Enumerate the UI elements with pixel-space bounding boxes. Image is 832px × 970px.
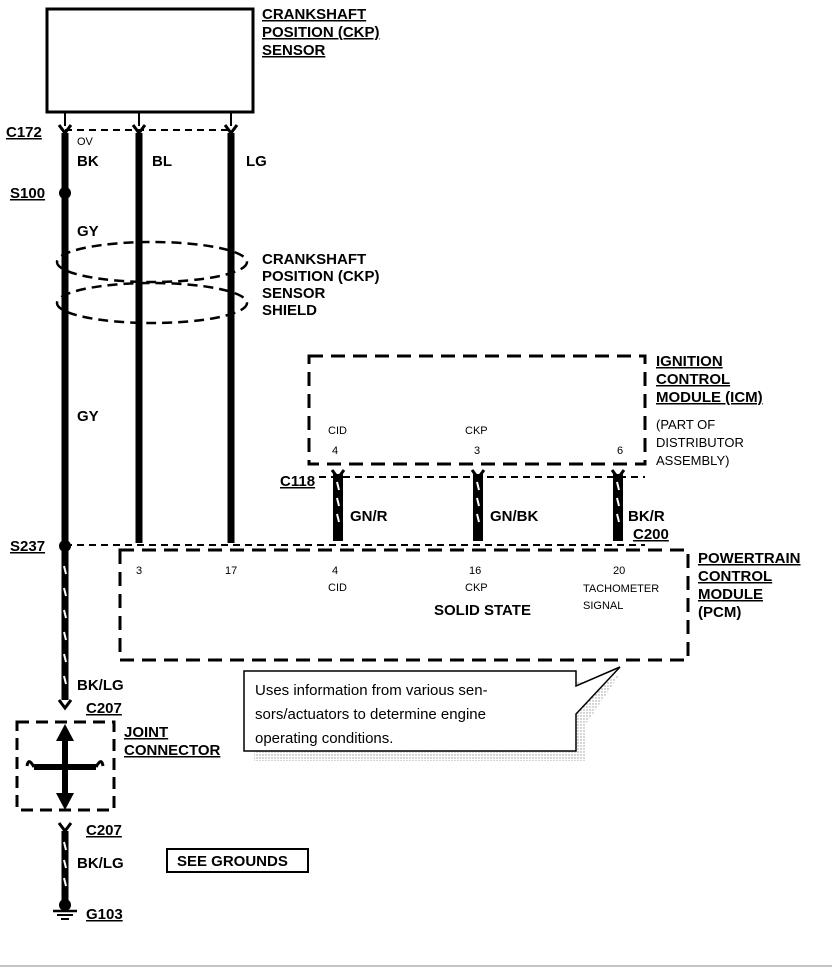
shield-label-1: CRANKSHAFT xyxy=(262,251,366,268)
pcm-pin-num-20: 20 xyxy=(613,565,625,577)
callout-bubble xyxy=(243,666,621,761)
ground-symbol-icon xyxy=(53,899,77,920)
joint-connector-label-1: JOINT xyxy=(124,724,168,741)
c118-label: C118 xyxy=(280,473,315,490)
icm-title-3: MODULE (ICM) xyxy=(656,389,763,406)
pcm-pin-num-16: 16 xyxy=(469,565,481,577)
pcm-solid-state: SOLID STATE xyxy=(434,602,531,619)
icm-title-3-text: MODULE (ICM) xyxy=(656,389,763,406)
callout-line-3: operating conditions. xyxy=(255,730,393,747)
main-wires xyxy=(61,133,235,545)
wire-gnbk-label: GN/BK xyxy=(490,508,539,525)
pcm-pin-name-signal: SIGNAL xyxy=(583,600,623,612)
wire-gy-upper-label: GY xyxy=(77,223,99,240)
shield-label-4: SHIELD xyxy=(262,302,317,319)
shield-ellipses xyxy=(55,240,249,325)
ground-wire-lower xyxy=(57,822,73,900)
icm-note-2: DISTRIBUTOR xyxy=(656,435,744,450)
s237-label: S237 xyxy=(10,538,45,555)
pcm-title-3: MODULE xyxy=(698,586,763,603)
g103-label: G103 xyxy=(86,906,123,923)
pcm-box xyxy=(118,548,690,662)
wire-ov-label: OV xyxy=(77,136,94,148)
wire-bklg-lower-label: BK/LG xyxy=(77,855,124,872)
icm-pin-num-4: 4 xyxy=(332,445,338,457)
pcm-title-4: (PCM) xyxy=(698,604,741,621)
ckp-sensor-title-3: SENSOR xyxy=(262,42,326,59)
icm-pin-name-cid: CID xyxy=(328,425,347,437)
wire-bklg-upper-label: BK/LG xyxy=(77,677,124,694)
wire-bk-label: BK xyxy=(77,153,99,170)
pcm-pin-name-cid: CID xyxy=(328,582,347,594)
wire-bl-label: BL xyxy=(152,153,172,170)
shield-label-2: POSITION (CKP) xyxy=(262,268,380,285)
pcm-pin-num-4: 4 xyxy=(332,565,338,577)
joint-connector-arrow-icon xyxy=(25,724,105,810)
ground-wire-upper xyxy=(57,551,73,711)
wire-bkr-label: BK/R xyxy=(628,508,665,525)
icm-note-3: ASSEMBLY) xyxy=(656,453,729,468)
see-grounds-label[interactable]: SEE GROUNDS xyxy=(177,853,288,870)
wire-gy-lower-label: GY xyxy=(77,408,99,425)
pcm-pin-name-ckp: CKP xyxy=(465,582,488,594)
pcm-pin-num-3: 3 xyxy=(136,565,142,577)
pcm-pin-num-17: 17 xyxy=(225,565,237,577)
c207-bottom-label: C207 xyxy=(86,822,122,839)
c172-label: C172 xyxy=(6,124,42,141)
joint-connector-label-2: CONNECTOR xyxy=(124,742,221,759)
c207-top-label: C207 xyxy=(86,700,122,717)
icm-pcm-wires xyxy=(330,469,626,541)
icm-box xyxy=(307,354,647,466)
callout-line-1: Uses information from various sen- xyxy=(255,682,488,699)
icm-title-1: IGNITION xyxy=(656,353,723,370)
icm-title-2: CONTROL xyxy=(656,371,730,388)
icm-note-1: (PART OF xyxy=(656,417,715,432)
pcm-pin-name-tach: TACHOMETER xyxy=(583,583,659,595)
wire-gnr-label: GN/R xyxy=(350,508,388,525)
shield-label-3: SENSOR xyxy=(262,285,326,302)
joint-connector-box xyxy=(15,720,116,812)
pcm-title-1: POWERTRAIN xyxy=(698,550,801,567)
see-grounds-box[interactable] xyxy=(166,848,309,873)
pcm-title-2: CONTROL xyxy=(698,568,772,585)
s100-label: S100 xyxy=(10,185,45,202)
ckp-sensor-title-2: POSITION (CKP) xyxy=(262,24,380,41)
sensor-leads xyxy=(64,112,232,126)
icm-pin-name-ckp: CKP xyxy=(465,425,488,437)
ckp-sensor-box xyxy=(45,7,255,114)
s237-splice-dot xyxy=(59,540,71,552)
icm-pin-num-6: 6 xyxy=(617,445,623,457)
callout-line-2: sors/actuators to determine engine xyxy=(255,706,486,723)
c200-label: C200 xyxy=(633,526,669,543)
icm-pin-num-3: 3 xyxy=(474,445,480,457)
ckp-sensor-title-1: CRANKSHAFT xyxy=(262,6,366,23)
s100-splice-dot xyxy=(59,187,71,199)
wire-lg-label: LG xyxy=(246,153,267,170)
